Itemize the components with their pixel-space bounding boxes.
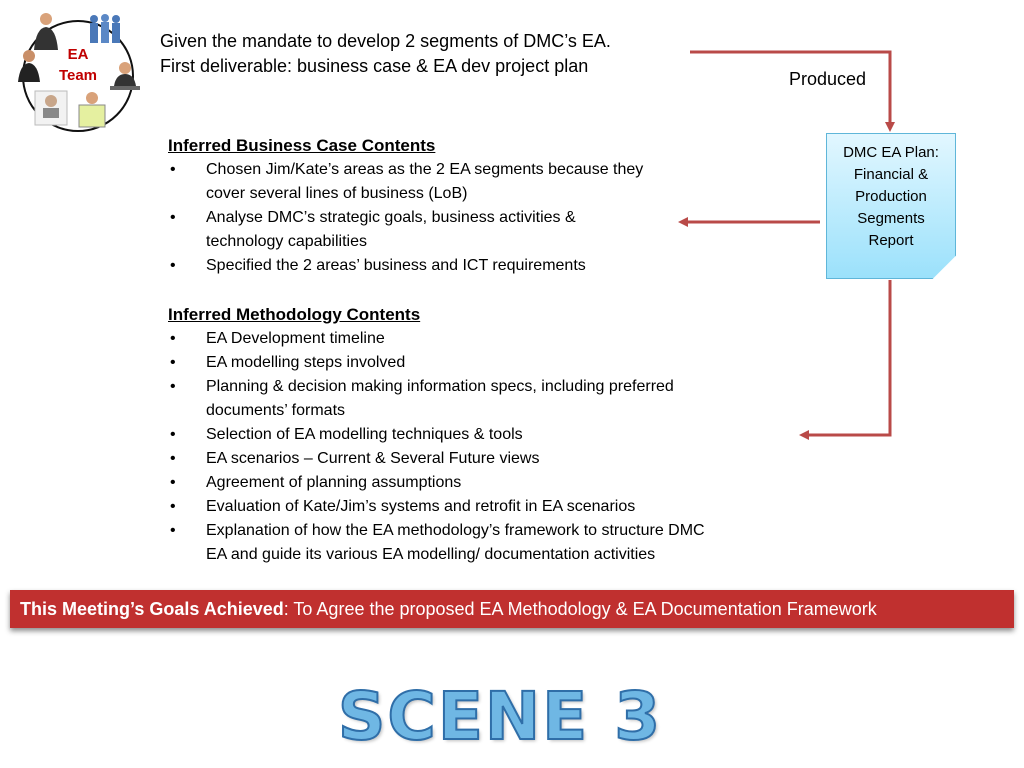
list-item: • Evaluation of Kate/Jim’s systems and r…	[168, 495, 808, 519]
list-item: • Planning & decision making information…	[168, 375, 808, 423]
bullet: •	[170, 161, 176, 178]
person-card-icon	[78, 92, 106, 128]
bullet: •	[170, 330, 176, 347]
bullet: •	[170, 450, 176, 467]
produced-label: Produced	[789, 69, 867, 89]
banner-bold-text: This Meeting’s Goals Achieved	[20, 599, 284, 619]
methodology-section: Inferred Methodology Contents • EA Devel…	[168, 303, 808, 567]
bullet: •	[170, 209, 176, 226]
arrow-to-methodology	[799, 280, 892, 440]
bullet: •	[170, 257, 176, 274]
arrow-produced	[690, 50, 895, 132]
person-icon	[18, 50, 40, 82]
intro-line-2: First deliverable: business case & EA de…	[160, 56, 589, 76]
business-case-title: Inferred Business Case Contents	[168, 136, 436, 155]
person-at-desk-icon	[110, 62, 140, 90]
list-item: • Chosen Jim/Kate’s areas as the 2 EA se…	[168, 158, 808, 206]
bullet: •	[170, 522, 176, 539]
group-people-icon	[90, 14, 120, 43]
intro-line-1: Given the mandate to develop 2 segments …	[160, 31, 611, 51]
business-case-list: • Chosen Jim/Kate’s areas as the 2 EA se…	[168, 158, 808, 278]
list-item: • Analyse DMC’s strategic goals, busines…	[168, 206, 808, 254]
bullet: •	[170, 498, 176, 515]
bullet: •	[170, 426, 176, 443]
list-item: • EA modelling steps involved	[168, 351, 808, 375]
bullet: •	[170, 474, 176, 491]
scene-title: SCENE 3	[337, 677, 663, 756]
list-item: • EA Development timeline	[168, 327, 808, 351]
bullet: •	[170, 354, 176, 371]
person-card-icon	[34, 90, 68, 126]
business-case-section: Inferred Business Case Contents • Chosen…	[168, 134, 808, 278]
list-item: • Agreement of planning assumptions	[168, 471, 808, 495]
ea-team-label: EA Team	[58, 46, 98, 84]
list-item: • Specified the 2 areas’ business and IC…	[168, 254, 808, 278]
bullet: •	[170, 378, 176, 395]
person-icon	[34, 13, 58, 50]
intro-text: Given the mandate to develop 2 segments …	[160, 29, 611, 79]
methodology-title: Inferred Methodology Contents	[168, 305, 421, 324]
list-item: • Selection of EA modelling techniques &…	[168, 423, 808, 447]
banner-text: : To Agree the proposed EA Methodology &…	[283, 599, 877, 619]
list-item: • EA scenarios – Current & Several Futur…	[168, 447, 808, 471]
meeting-goals-banner: This Meeting’s Goals Achieved: To Agree …	[10, 590, 1014, 628]
dmc-ea-plan-note: DMC EA Plan: Financial & Production Segm…	[826, 133, 956, 279]
methodology-list: • EA Development timeline • EA modelling…	[168, 327, 808, 567]
list-item: • Explanation of how the EA methodology’…	[168, 519, 808, 567]
